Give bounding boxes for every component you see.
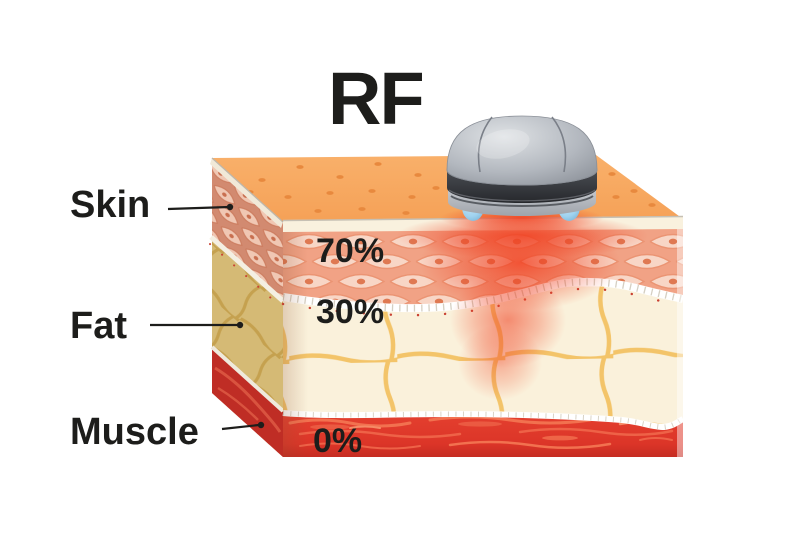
- rf-device-icon: [446, 115, 598, 221]
- skin-pore-dots: [246, 162, 656, 215]
- label-skin: Skin: [70, 184, 150, 226]
- front-face-left-shadow: [283, 222, 308, 457]
- percentage-skin: 70%: [316, 232, 384, 270]
- leader-dot-fat: [236, 321, 244, 329]
- front-face-right-highlight: [677, 220, 683, 457]
- label-fat-group: Fat: [70, 305, 244, 347]
- label-muscle-group: Muscle: [70, 411, 265, 453]
- membrane-left-fat-muscle: [210, 345, 285, 413]
- percentage-fat: 30%: [316, 293, 384, 331]
- rf-energy-glow: [396, 205, 648, 400]
- muscle-left: [212, 348, 283, 457]
- tissue-block: [209, 155, 685, 457]
- leader-line-muscle: [221, 423, 260, 431]
- block-left-face: [209, 158, 285, 457]
- membrane-left-skin-fat: [209, 235, 285, 303]
- leader-line-skin: [167, 205, 230, 211]
- membrane-fat-muscle: [282, 410, 685, 431]
- label-muscle: Muscle: [70, 411, 199, 453]
- device-dome: [446, 115, 598, 186]
- leader-dot-muscle: [257, 421, 265, 429]
- label-skin-group: Skin: [70, 184, 234, 226]
- label-fat: Fat: [70, 305, 127, 347]
- muscle-fibers-left: [214, 366, 282, 433]
- diagram-title: RF: [328, 57, 423, 140]
- percentage-muscle: 0%: [313, 422, 362, 460]
- leader-dot-skin: [226, 203, 234, 211]
